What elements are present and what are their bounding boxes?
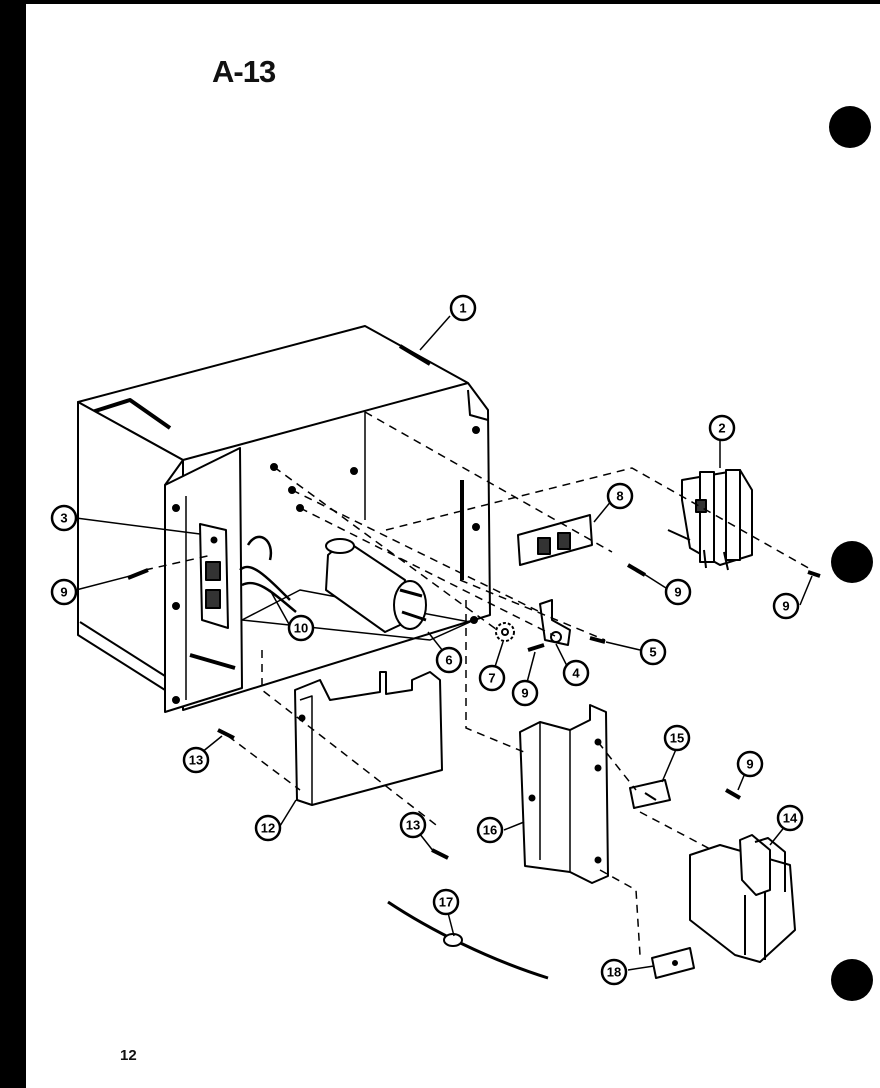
- callout-c16: 16: [476, 816, 504, 844]
- page-number: 12: [120, 1047, 137, 1064]
- callout-circle: [663, 724, 691, 752]
- callout-circle: [562, 659, 590, 687]
- binder-hole: [829, 106, 871, 148]
- page-title: A-13: [212, 54, 276, 89]
- relay: [667, 469, 753, 571]
- callout-label: 9: [746, 757, 753, 772]
- callout-c1: 1: [449, 294, 477, 322]
- callout-c2: 2: [708, 414, 736, 442]
- callout-circle: [600, 958, 628, 986]
- callout-c10: 10: [287, 614, 315, 642]
- screw: [127, 563, 821, 860]
- callout-c8: 8: [606, 482, 634, 510]
- terminal-board: [517, 514, 593, 566]
- callout-circle: [511, 679, 539, 707]
- star-washer: [495, 622, 515, 642]
- capacitor: [325, 538, 427, 633]
- callout-label: 6: [445, 653, 452, 668]
- binder-hole: [831, 959, 873, 1001]
- callout-circle: [287, 614, 315, 642]
- callout-circle: [664, 578, 692, 606]
- callout-label: 9: [782, 599, 789, 614]
- callout-label: 4: [572, 666, 580, 681]
- binder-hole: [831, 541, 873, 583]
- callout-label: 9: [521, 686, 528, 701]
- terminal-plate: [199, 523, 229, 629]
- callout-label: 2: [718, 421, 725, 436]
- callout-c9e: 9: [736, 750, 764, 778]
- callout-circle: [776, 804, 804, 832]
- fuse-block: [689, 834, 796, 963]
- callout-circle: [736, 750, 764, 778]
- callout-c6: 6: [435, 646, 463, 674]
- callout-label: 13: [189, 753, 203, 768]
- callout-c17: 17: [432, 888, 460, 916]
- callout-circle: [772, 592, 800, 620]
- callout-circle: [708, 414, 736, 442]
- callout-c15: 15: [663, 724, 691, 752]
- callout-c5: 5: [639, 638, 667, 666]
- callout-c9b: 9: [664, 578, 692, 606]
- callout-c13b: 13: [399, 811, 427, 839]
- bracket: [539, 599, 571, 646]
- callout-label: 18: [607, 965, 621, 980]
- wire-harness: [239, 535, 297, 613]
- callout-label: 12: [261, 821, 275, 836]
- assembly-lines: [144, 411, 813, 956]
- scan-border: [0, 0, 26, 1088]
- callout-circle: [449, 294, 477, 322]
- callout-label: 5: [649, 645, 656, 660]
- callout-circle: [476, 816, 504, 844]
- callout-circle: [399, 811, 427, 839]
- callout-c14: 14: [776, 804, 804, 832]
- callout-label: 7: [488, 671, 495, 686]
- callout-c13a: 13: [182, 746, 210, 774]
- callout-c9c: 9: [772, 592, 800, 620]
- callout-c9a: 9: [50, 578, 78, 606]
- callout-c7: 7: [478, 664, 506, 692]
- callout-circle: [478, 664, 506, 692]
- callout-circle: [432, 888, 460, 916]
- callout-c4: 4: [562, 659, 590, 687]
- mounting-channel: [519, 704, 609, 884]
- clip: [629, 779, 671, 809]
- callout-label: 10: [294, 621, 308, 636]
- callout-label: 9: [674, 585, 681, 600]
- callout-label: 17: [439, 895, 453, 910]
- callout-circle: [435, 646, 463, 674]
- callout-label: 15: [670, 731, 684, 746]
- callout-label: 14: [783, 811, 798, 826]
- callout-circle: [50, 578, 78, 606]
- callout-c9d: 9: [511, 679, 539, 707]
- callout-label: 9: [60, 585, 67, 600]
- callout-circle: [639, 638, 667, 666]
- callout-circle: [254, 814, 282, 842]
- callout-label: 8: [616, 489, 623, 504]
- callout-circle: [606, 482, 634, 510]
- callout-label: 16: [483, 823, 497, 838]
- clip: [651, 947, 695, 979]
- callout-circle: [182, 746, 210, 774]
- callout-label: 13: [406, 818, 420, 833]
- callout-label: 1: [459, 301, 466, 316]
- callout-label: 3: [60, 511, 67, 526]
- callout-c12: 12: [254, 814, 282, 842]
- wire-tie: [387, 900, 549, 980]
- cover-panel: [294, 671, 443, 806]
- callout-c3: 3: [50, 504, 78, 532]
- callout-circle: [50, 504, 78, 532]
- callout-c18: 18: [600, 958, 628, 986]
